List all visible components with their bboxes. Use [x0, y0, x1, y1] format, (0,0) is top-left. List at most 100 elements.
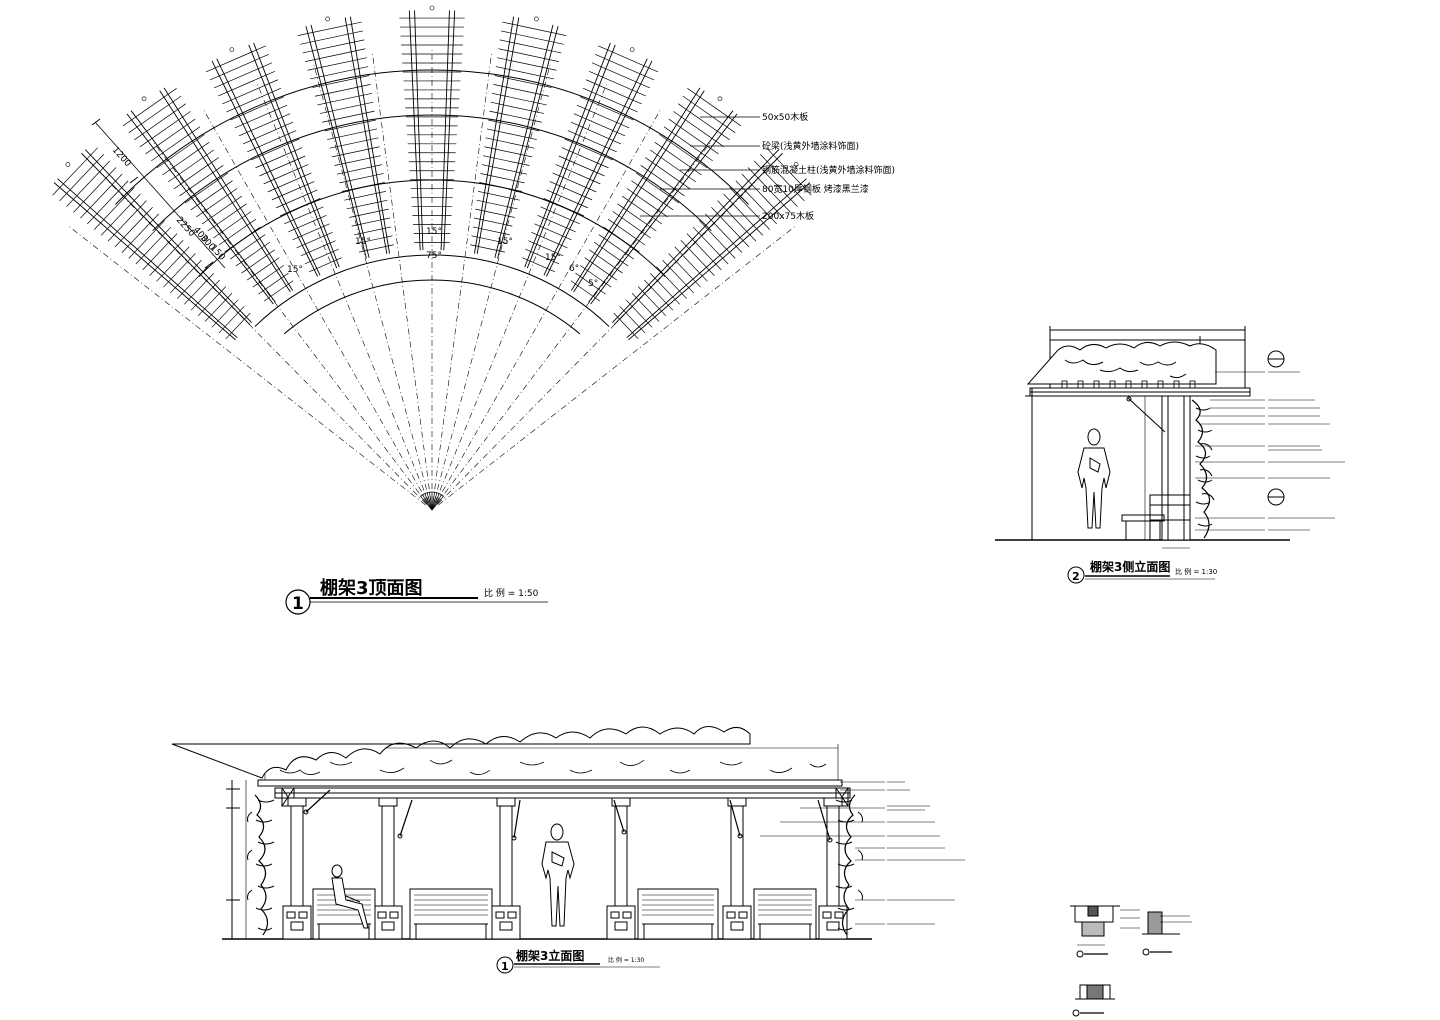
plan-rung — [332, 146, 380, 158]
plan-rung — [218, 306, 245, 334]
plan-rail — [545, 60, 653, 277]
plan-rung — [319, 101, 374, 114]
plan-rung — [218, 218, 257, 246]
plan-rung — [222, 79, 279, 105]
plan-rung — [246, 257, 280, 281]
base-block — [610, 911, 620, 919]
plan-rung — [481, 164, 528, 175]
person-figure-side — [1077, 428, 1111, 529]
plan-rung — [673, 111, 725, 148]
plan-rung — [207, 203, 247, 232]
plan-rail — [349, 16, 390, 254]
plan-rung — [470, 244, 506, 253]
detail-sections — [1070, 905, 1192, 1017]
plan-center-fan — [431, 495, 444, 511]
plan-rung — [177, 266, 208, 299]
plan-rung — [497, 57, 557, 71]
plan-rung — [134, 103, 187, 141]
plan-rung — [579, 96, 634, 121]
plan-rung — [93, 187, 135, 230]
plan-rung — [230, 96, 285, 121]
plan-rung — [584, 257, 618, 281]
plan-rung — [142, 233, 178, 271]
plan-rail — [543, 58, 648, 276]
plan-beam-end — [325, 16, 330, 22]
base-block — [822, 911, 832, 919]
plan-rung — [570, 121, 622, 145]
plan-arc — [283, 279, 581, 335]
plan-rung — [493, 84, 550, 97]
plan-beam-end — [629, 47, 635, 52]
plan-rung — [659, 134, 708, 169]
plan-rail — [248, 44, 338, 269]
plan-rung — [358, 244, 394, 253]
plan-center-fan — [431, 492, 435, 511]
plan-rung — [663, 126, 713, 162]
plan-rung — [589, 249, 623, 274]
side-scale: 比 例 = 1:30 — [1175, 567, 1217, 576]
plan-rung — [522, 257, 556, 273]
plan-rung — [692, 226, 729, 265]
column-capital — [287, 797, 307, 807]
column-shaft — [290, 805, 304, 907]
plan-rail — [159, 90, 291, 293]
plan-rung — [267, 172, 312, 193]
plan-beam-end — [429, 5, 435, 11]
callout-2: 钢筋混凝土柱(浅黄外墙涂料饰面) — [762, 164, 895, 176]
base-block — [730, 921, 744, 931]
person-figure-standing — [541, 823, 575, 927]
plan-rung — [494, 75, 552, 88]
plan-rung — [234, 104, 288, 129]
plan-rung — [729, 187, 771, 230]
elev-number: 1 — [501, 960, 509, 973]
plan-center-line — [313, 65, 431, 503]
plan-rung — [179, 165, 224, 197]
plan-rung — [235, 241, 271, 267]
plan-center-fan — [429, 492, 433, 511]
plan-rail — [474, 16, 515, 254]
plan-rung — [472, 226, 510, 236]
plan-rung — [640, 165, 685, 197]
plan-rung — [218, 70, 276, 97]
plan-title-block: 1 棚架3顶面图 比 例 = 1:50 — [285, 577, 548, 615]
plan-rung — [139, 111, 191, 148]
plan-rung — [753, 160, 798, 207]
plan-rung — [717, 200, 757, 242]
column-shaft — [499, 805, 513, 907]
side-title-block: 2 棚架3侧立面图 比 例 = 1:30 — [1067, 559, 1217, 584]
column-shaft — [730, 805, 744, 907]
plan-arc — [152, 114, 712, 232]
plan-rail — [414, 10, 424, 251]
plan-center-line — [438, 226, 795, 506]
plan-rung — [735, 180, 777, 225]
plan-rung — [309, 66, 369, 80]
plan-rung — [145, 118, 196, 155]
plan-rung — [477, 190, 520, 201]
column-capital — [823, 797, 843, 807]
plan-rung — [263, 164, 309, 185]
angle-3: 15° — [497, 237, 513, 247]
plan-rung — [698, 220, 736, 259]
bracket-bolt — [737, 833, 743, 839]
plan-arc — [420, 491, 444, 497]
plan-rung — [196, 188, 238, 218]
elev-title-block: 1 棚架3立面图 比 例 = 1:30 — [496, 948, 660, 974]
plan-rung — [197, 286, 227, 317]
plan-rung — [312, 75, 370, 88]
plan-rail — [613, 153, 783, 325]
plan-rung — [489, 110, 542, 123]
plan-center-line — [257, 84, 430, 503]
plan-rail — [84, 149, 253, 323]
plan-rung — [705, 213, 743, 253]
plan-rail — [163, 87, 294, 291]
plan-rung — [241, 249, 275, 274]
plan-rail — [443, 10, 456, 251]
bracket-bolt — [303, 809, 309, 815]
plan-center-line — [436, 143, 710, 504]
plan-rung — [247, 130, 297, 153]
base-block — [499, 921, 513, 931]
column-shaft — [381, 805, 395, 907]
plan-rung — [308, 257, 342, 273]
plan-center-fan — [420, 495, 433, 511]
plan-rung — [479, 182, 523, 192]
